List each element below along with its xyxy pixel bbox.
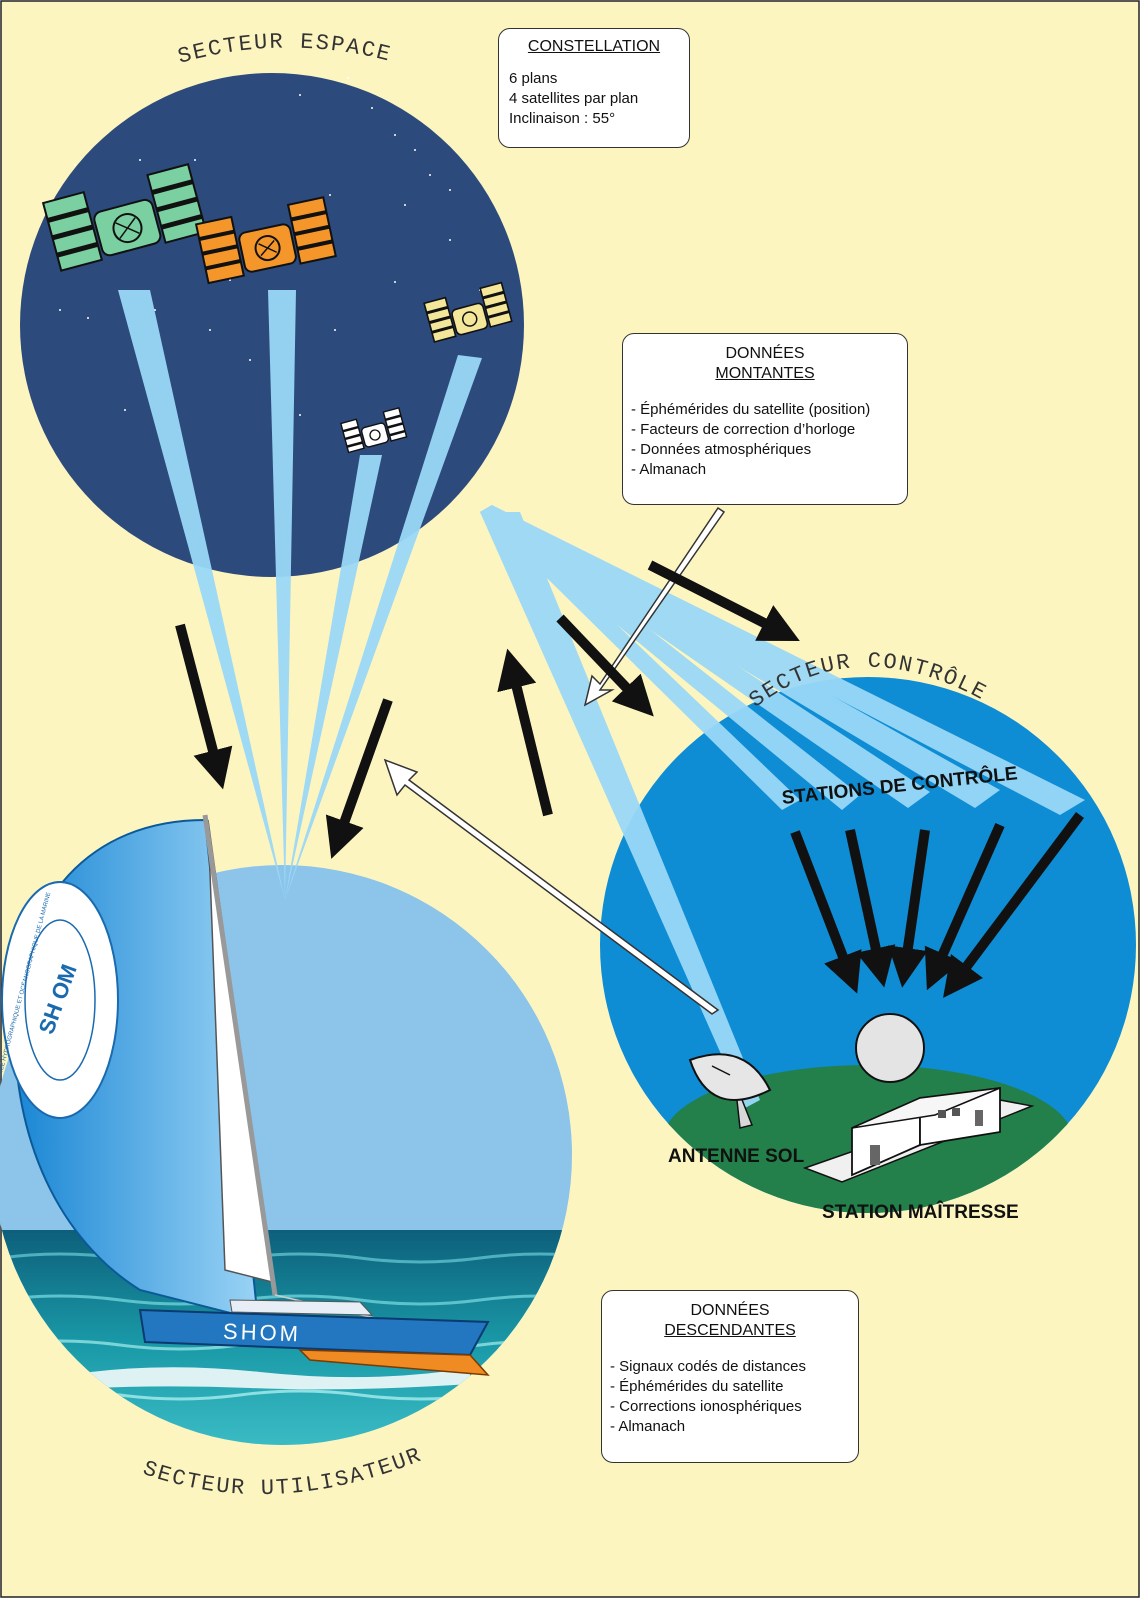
constellation-title: CONSTELLATION: [527, 38, 661, 55]
beam-sat4: [285, 355, 482, 900]
descendantes-item: - Éphémérides du satellite: [610, 1378, 784, 1395]
beam-sat1: [118, 290, 285, 900]
descendantes-title-line2: DESCENDANTES: [664, 1322, 796, 1339]
satellite-yellow: [423, 281, 513, 343]
radome: [855, 1013, 925, 1083]
constellation-line: 6 plans: [509, 70, 558, 87]
donnees-montantes-box: DONNÉES MONTANTES - Éphémérides du satel…: [622, 333, 908, 505]
satellite-orange: [194, 196, 337, 285]
montantes-item: - Données atmosphériques: [631, 441, 812, 458]
donnees-descendantes-box: DONNÉES DESCENDANTES - Signaux codés de …: [601, 1290, 859, 1463]
antenne-sol-label: ANTENNE SOL: [668, 1146, 805, 1167]
downlink-pointer: [383, 758, 720, 1015]
constellation-line: 4 satellites par plan: [509, 90, 639, 107]
montantes-item: - Éphémérides du satellite (position): [631, 401, 871, 418]
constellation-list: 6 plans 4 satellites par plan Inclinaiso…: [509, 69, 679, 129]
descendantes-title-line1: DONNÉES: [690, 1302, 770, 1319]
signal-beams: [118, 290, 1085, 1108]
satellite-white: [339, 407, 408, 454]
descendantes-item: - Almanach: [610, 1418, 686, 1435]
beam-uplink-2: [480, 505, 860, 810]
flow-arrows: [175, 560, 1085, 999]
montantes-title-line1: DONNÉES: [725, 345, 805, 362]
montantes-title-line2: MONTANTES: [715, 365, 815, 382]
sailboat: [1, 814, 490, 1376]
beam-uplink-5: [480, 505, 1085, 815]
satellite-green: [41, 162, 208, 272]
constellation-box: CONSTELLATION 6 plans 4 satellites par p…: [498, 28, 690, 148]
data-pointer-arrows: [383, 506, 726, 1015]
stars: [59, 77, 481, 416]
boat-hull-text: SHOM: [223, 1319, 302, 1347]
ground-antenna: [688, 1053, 772, 1129]
descendantes-item: - Signaux codés de distances: [610, 1358, 806, 1375]
descendantes-item: - Corrections ionosphériques: [610, 1398, 802, 1415]
master-station: [802, 1013, 1035, 1183]
descendantes-list: - Signaux codés de distances - Éphémérid…: [610, 1357, 850, 1437]
station-maitresse-label: STATION MAÎTRESSE: [822, 1202, 1019, 1223]
beam-uplink-ground: [480, 512, 760, 1108]
mast: [202, 814, 278, 1296]
beam-uplink-4: [480, 505, 1000, 808]
montantes-list: - Éphémérides du satellite (position) - …: [631, 400, 899, 480]
beam-sat3: [285, 455, 382, 900]
constellation-line: Inclinaison : 55°: [509, 110, 616, 127]
uplink-pointer: [583, 506, 726, 707]
beam-sat2: [268, 290, 296, 900]
montantes-item: - Facteurs de correction d’horloge: [631, 421, 856, 438]
beam-uplink-1: [480, 505, 800, 810]
montantes-item: - Almanach: [631, 461, 707, 478]
beam-uplink-3: [480, 505, 930, 808]
